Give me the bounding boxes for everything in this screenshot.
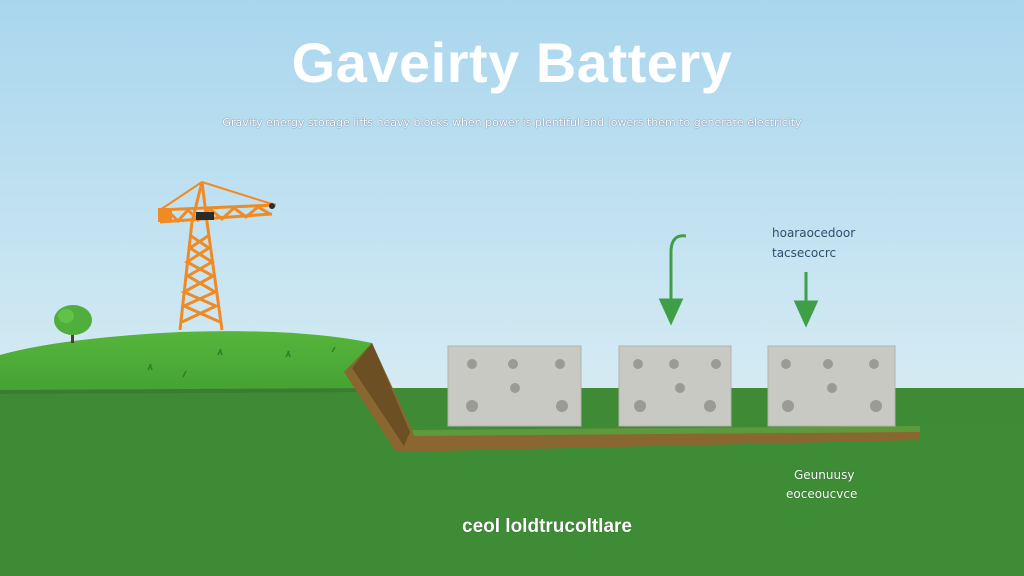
ground-right bbox=[400, 426, 1024, 576]
concrete-block bbox=[447, 345, 582, 427]
bottom-right-label-2: eoceoucvce bbox=[786, 487, 858, 501]
down-arrow-icon bbox=[658, 234, 687, 326]
hill bbox=[0, 331, 372, 392]
grass-tufts bbox=[147, 346, 336, 378]
concrete-block bbox=[767, 345, 896, 427]
top-right-label-2: tacsecocrc bbox=[772, 246, 837, 260]
concrete-block bbox=[618, 345, 732, 427]
subtitle: Gravity energy storage lifts heavy block… bbox=[222, 116, 802, 129]
down-arrow-icon bbox=[793, 272, 819, 328]
crane-icon bbox=[157, 181, 277, 331]
bottom-caption: ceol loldtrucoltlare bbox=[462, 516, 632, 537]
top-right-label-1: hoaraocedoor bbox=[772, 226, 856, 240]
bottom-right-label-1: Geunuusy bbox=[794, 468, 855, 482]
tree-icon bbox=[54, 305, 92, 343]
page-title: Gaveirty Battery bbox=[291, 31, 733, 94]
